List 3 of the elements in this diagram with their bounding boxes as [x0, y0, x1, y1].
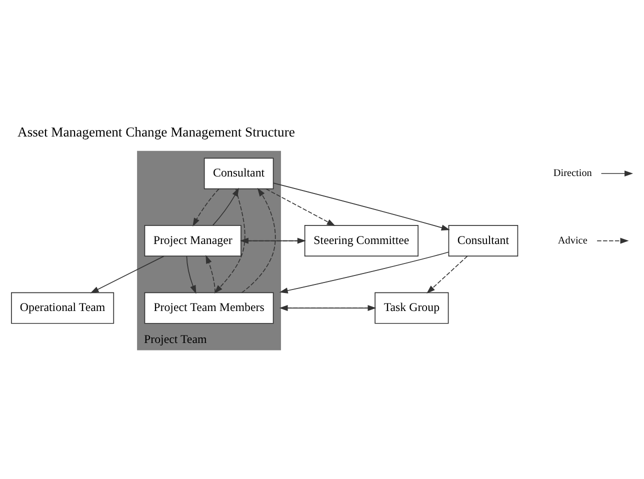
- legend-label: Advice: [558, 235, 588, 246]
- legend-label: Direction: [553, 168, 592, 180]
- diagram-title: Asset Management Change Management Structure: [18, 124, 295, 140]
